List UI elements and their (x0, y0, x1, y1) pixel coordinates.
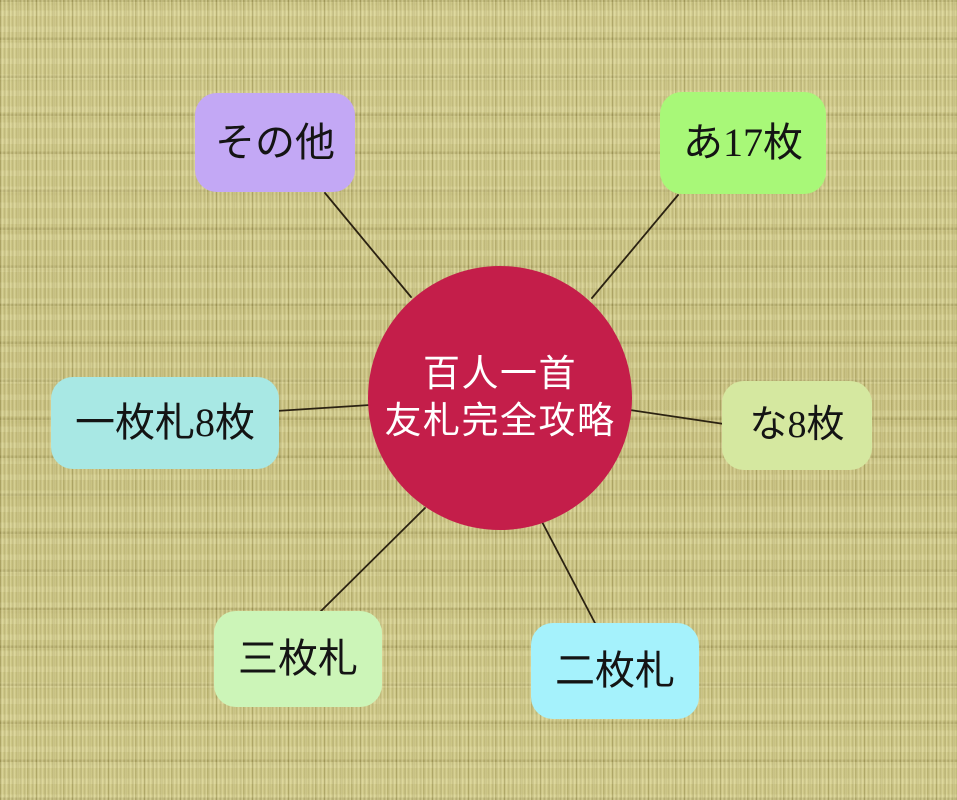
branch-node-sonota[interactable]: その他 (195, 93, 355, 192)
link-ichimai8 (275, 404, 371, 412)
center-node-title-line1: 百人一首 (423, 353, 577, 395)
branch-node-a17[interactable]: あ17枚 (660, 92, 826, 194)
branch-node-a17-label: あ17枚 (683, 120, 803, 165)
branch-node-nimai[interactable]: 二枚札 (531, 623, 699, 719)
branch-node-na8-label: な8枚 (749, 403, 845, 446)
link-sonota (324, 192, 412, 298)
branch-node-na8[interactable]: な8枚 (722, 381, 872, 470)
link-a17 (591, 194, 679, 299)
branch-node-nimai-label: 二枚札 (555, 648, 675, 693)
center-node-title-line2: 友札完全攻略 (384, 401, 616, 442)
link-na8 (629, 409, 725, 425)
link-nimai (539, 517, 597, 626)
branch-node-sonota-label: その他 (215, 119, 335, 165)
center-node-hyakunin-isshu[interactable]: 百人一首 友札完全攻略 (368, 266, 632, 530)
branch-node-ichimai-8[interactable]: 一枚札8枚 (51, 377, 279, 469)
link-sanmai (317, 507, 426, 615)
branch-node-ichimai-8-label: 一枚札8枚 (75, 400, 255, 445)
branch-node-sanmai[interactable]: 三枚札 (214, 611, 382, 707)
branch-node-sanmai-label: 三枚札 (238, 636, 358, 681)
